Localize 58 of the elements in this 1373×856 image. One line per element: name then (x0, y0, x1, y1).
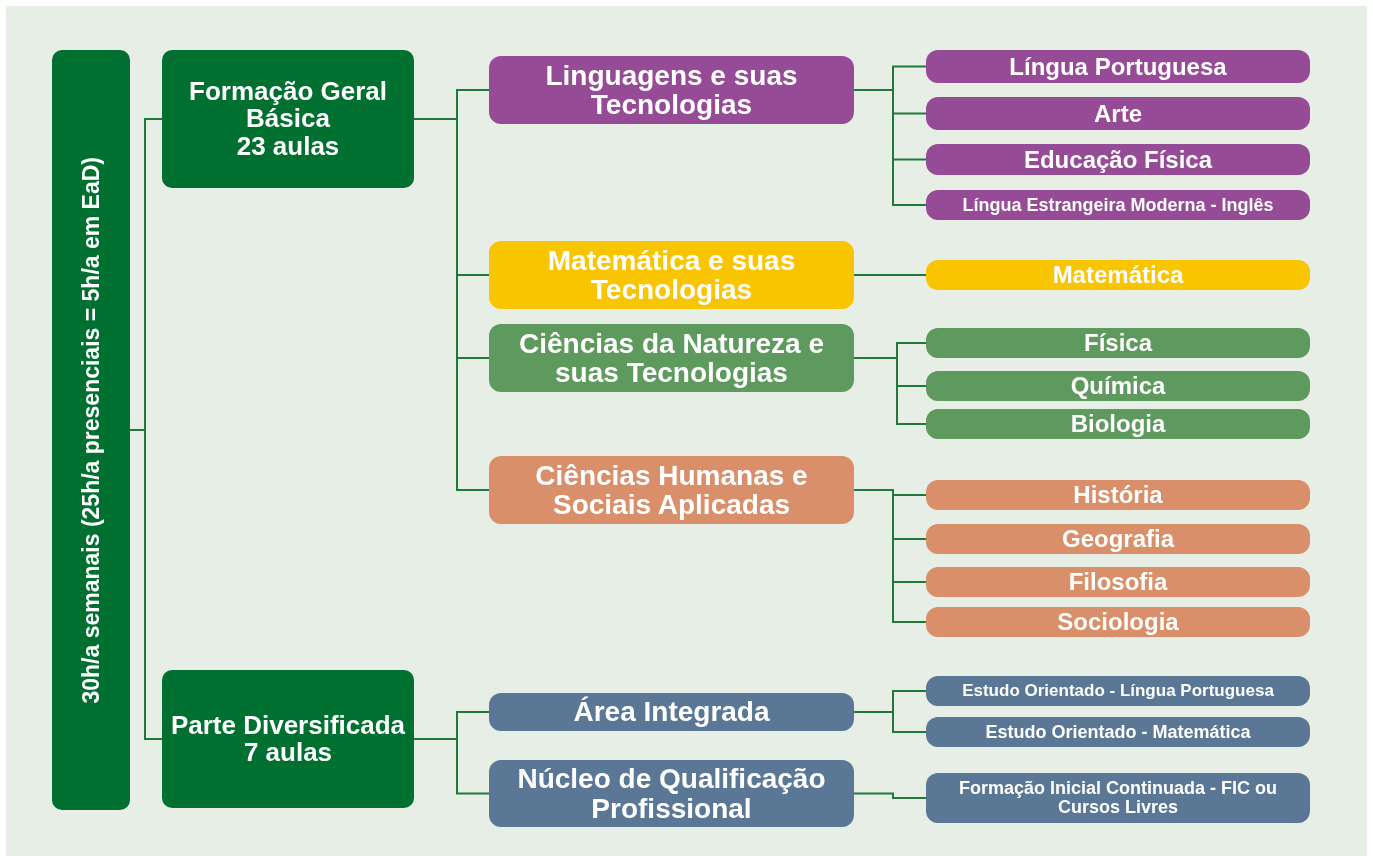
box-label: Educação Física (1023, 146, 1213, 173)
box-label: 7 aulas (243, 739, 333, 767)
category-box (926, 190, 1310, 220)
category-box (926, 260, 1310, 290)
connector-line (853, 489, 927, 623)
box-label: Formação Inicial Continuada - FIC ou Cursos Livres (958, 779, 1278, 817)
category-box (489, 324, 854, 392)
category-box (162, 50, 414, 188)
category-box (926, 717, 1310, 747)
category-box (489, 56, 854, 124)
connector-line (853, 711, 927, 733)
box-label: Núcleo de Qualificação Profissional (516, 764, 827, 823)
box-label: Arte (1094, 100, 1142, 127)
category-box (926, 144, 1310, 175)
box-label: Formação Geral Básica (188, 78, 388, 133)
category-box (489, 693, 854, 731)
box-label: Linguagens e suas Tecnologias (544, 60, 799, 120)
box-label: Área Integrada (573, 697, 770, 727)
connector-line (853, 274, 927, 276)
category-box (926, 409, 1310, 439)
category-box (162, 670, 414, 808)
category-box (926, 567, 1310, 597)
box-label: Estudo Orientado - Língua Portuguesa (962, 682, 1274, 700)
box-label: Física (1083, 330, 1152, 356)
box-label: 30h/a semanais (25h/a presenciais = 5h/a em EaD) (78, 156, 104, 704)
box-label: Língua Estrangeira Moderna - Inglês (962, 195, 1274, 215)
category-box (926, 676, 1310, 706)
category-box (926, 480, 1310, 510)
box-label: Biologia (1070, 411, 1166, 437)
category-box (926, 524, 1310, 554)
box-label: Matemática e suas Tecnologias (546, 245, 797, 305)
header-bar (52, 50, 130, 810)
box-label: Sociologia (1057, 609, 1179, 635)
box-label: História (1073, 482, 1163, 508)
box-label: 23 aulas (236, 132, 340, 160)
box-label: Ciências Humanas e Sociais Aplicadas (534, 460, 809, 520)
connector-line (853, 89, 927, 206)
category-box (926, 97, 1310, 130)
category-box (489, 241, 854, 309)
box-label: Filosofia (1068, 569, 1168, 595)
category-box (489, 456, 854, 524)
box-label: Língua Portuguesa (1009, 53, 1227, 80)
box-label: Química (1070, 373, 1166, 399)
category-box (926, 607, 1310, 637)
box-label: Ciências da Natureza e suas Tecnologias (518, 328, 825, 388)
category-box (489, 760, 854, 827)
box-label: Matemática (1052, 262, 1184, 288)
box-label: Estudo Orientado - Matemática (985, 722, 1251, 742)
connector-line (853, 792, 927, 799)
box-label: Geografia (1062, 526, 1174, 552)
category-box (926, 371, 1310, 401)
box-label: Parte Diversificada (170, 711, 406, 739)
connector-line (413, 738, 490, 795)
connector-line (129, 429, 163, 740)
connector-line (853, 357, 927, 425)
category-box (926, 50, 1310, 83)
category-box (926, 328, 1310, 358)
category-box (926, 773, 1310, 823)
